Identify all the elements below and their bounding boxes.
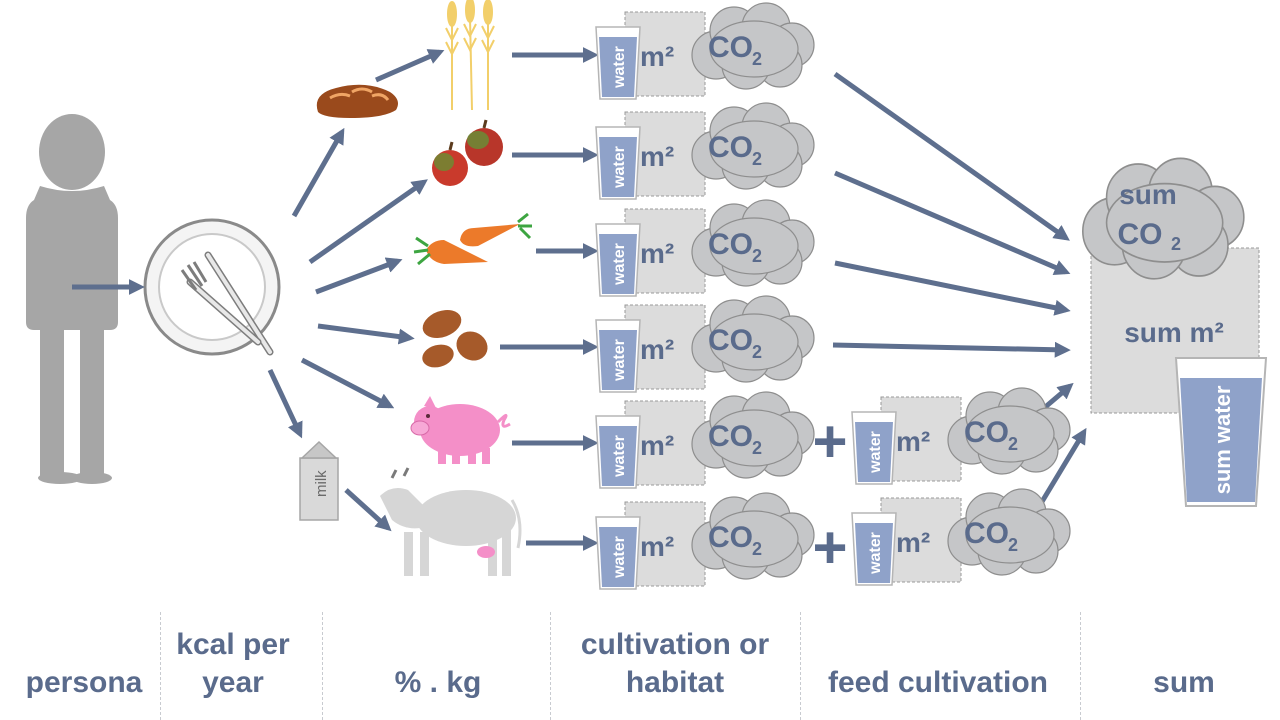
area-label: m²	[896, 527, 930, 558]
cow-icon	[380, 467, 522, 576]
flow-arrows	[72, 46, 1087, 552]
sum-co2-subscript: 2	[1171, 234, 1181, 254]
milk-carton-icon: milk	[299, 440, 339, 521]
water-label: water	[611, 339, 628, 382]
area-label: m²	[640, 141, 674, 172]
water-glass-icon: water	[851, 512, 897, 586]
area-label: m²	[640, 41, 674, 72]
co2-subscript: 2	[752, 246, 762, 266]
co2-label: CO	[708, 228, 753, 261]
water-label: water	[867, 532, 884, 575]
co2-label: CO	[708, 521, 753, 554]
column-divider	[1080, 612, 1081, 720]
column-divider	[322, 612, 323, 720]
sum-co2-label: CO	[1118, 218, 1163, 251]
area-label: m²	[640, 430, 674, 461]
plus-sign: +	[812, 514, 847, 581]
sum-area-label: sum m²	[1124, 317, 1224, 348]
water-label: water	[611, 46, 628, 89]
column-divider	[160, 612, 161, 720]
co2-subscript: 2	[1008, 535, 1018, 555]
area-label: m²	[640, 334, 674, 365]
co2-label: CO	[708, 31, 753, 64]
plus-sign: +	[812, 408, 847, 475]
water-label: water	[611, 146, 628, 189]
column-label: persona	[25, 666, 143, 699]
apples-icon	[432, 119, 503, 186]
person-silhouette-icon	[26, 114, 118, 484]
wheat-icon	[445, 0, 495, 111]
pig-icon	[410, 396, 511, 464]
bread-icon	[316, 84, 398, 118]
water-label: water	[867, 431, 884, 474]
potatoes-icon	[422, 309, 488, 368]
co2-label: CO	[708, 420, 753, 453]
area-label: m²	[896, 426, 930, 457]
co2-subscript: 2	[752, 539, 762, 559]
carrots-icon	[413, 212, 532, 266]
area-label: m²	[640, 531, 674, 562]
water-label: water	[611, 435, 628, 478]
co2-label: CO	[964, 517, 1009, 550]
water-label: water	[611, 243, 628, 286]
water-glass-icon: water	[595, 319, 641, 393]
column-divider	[800, 612, 801, 720]
water-glass-icon: water	[595, 415, 641, 489]
co2-subscript: 2	[752, 438, 762, 458]
co2-subscript: 2	[752, 149, 762, 169]
water-glass-icon: water	[595, 126, 641, 200]
water-glass-icon: water	[851, 411, 897, 485]
column-label: % . kg	[394, 666, 482, 699]
sum-water-label: sum water	[1210, 385, 1235, 494]
column-label: cultivation or habitat	[580, 628, 770, 699]
column-label: feed cultivation	[827, 666, 1049, 699]
area-label: m²	[640, 238, 674, 269]
milk-label: milk	[313, 470, 330, 497]
sum-water-glass-icon: sum water	[1174, 357, 1268, 507]
co2-subscript: 2	[752, 49, 762, 69]
sum-co2-label-line1: sum	[1119, 179, 1177, 210]
water-glass-icon: water	[595, 223, 641, 297]
water-glass-icon: water	[595, 516, 641, 590]
water-glass-icon: water	[595, 26, 641, 100]
sum-co2-cloud-icon: sum CO 2	[1081, 157, 1245, 280]
water-label: water	[611, 536, 628, 579]
co2-subscript: 2	[752, 342, 762, 362]
plate-cutlery-icon	[143, 218, 281, 356]
co2-label: CO	[708, 324, 753, 357]
column-divider	[550, 612, 551, 720]
co2-subscript: 2	[1008, 434, 1018, 454]
co2-label: CO	[708, 131, 753, 164]
co2-label: CO	[964, 416, 1009, 449]
column-label: kcal per year	[176, 628, 290, 699]
column-label: sum	[1153, 666, 1215, 699]
